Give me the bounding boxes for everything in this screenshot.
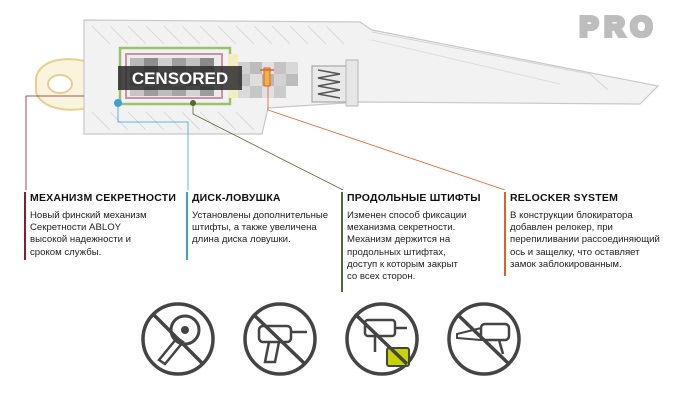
callout-title: ПРОДОЛЬНЫЕ ШТИФТЫ [347,192,481,204]
callout-title: ДИСК-ЛОВУШКА [192,192,281,204]
no-angle-grinder-icon [141,302,215,376]
callout-bar [24,192,26,260]
callout-title: RELOCKER SYSTEM [510,192,619,204]
no-reciprocating-saw-icon [447,302,521,376]
no-hammer-drill-icon [345,302,419,376]
spring [311,65,347,103]
svg-text:PRO: PRO [580,12,659,42]
censored-label: CENSORED [132,69,228,88]
blocker-cross-section: CENSORED [25,19,660,190]
hatching [91,25,345,131]
callout-bar [341,192,343,292]
callout-bar [186,192,188,260]
no-drill-icon [243,302,317,376]
callout-bar [504,192,506,276]
callout-title: МЕХАНИЗМ СЕКРЕТНОСТИ [30,192,177,204]
pro-logo: PRO [578,12,659,42]
